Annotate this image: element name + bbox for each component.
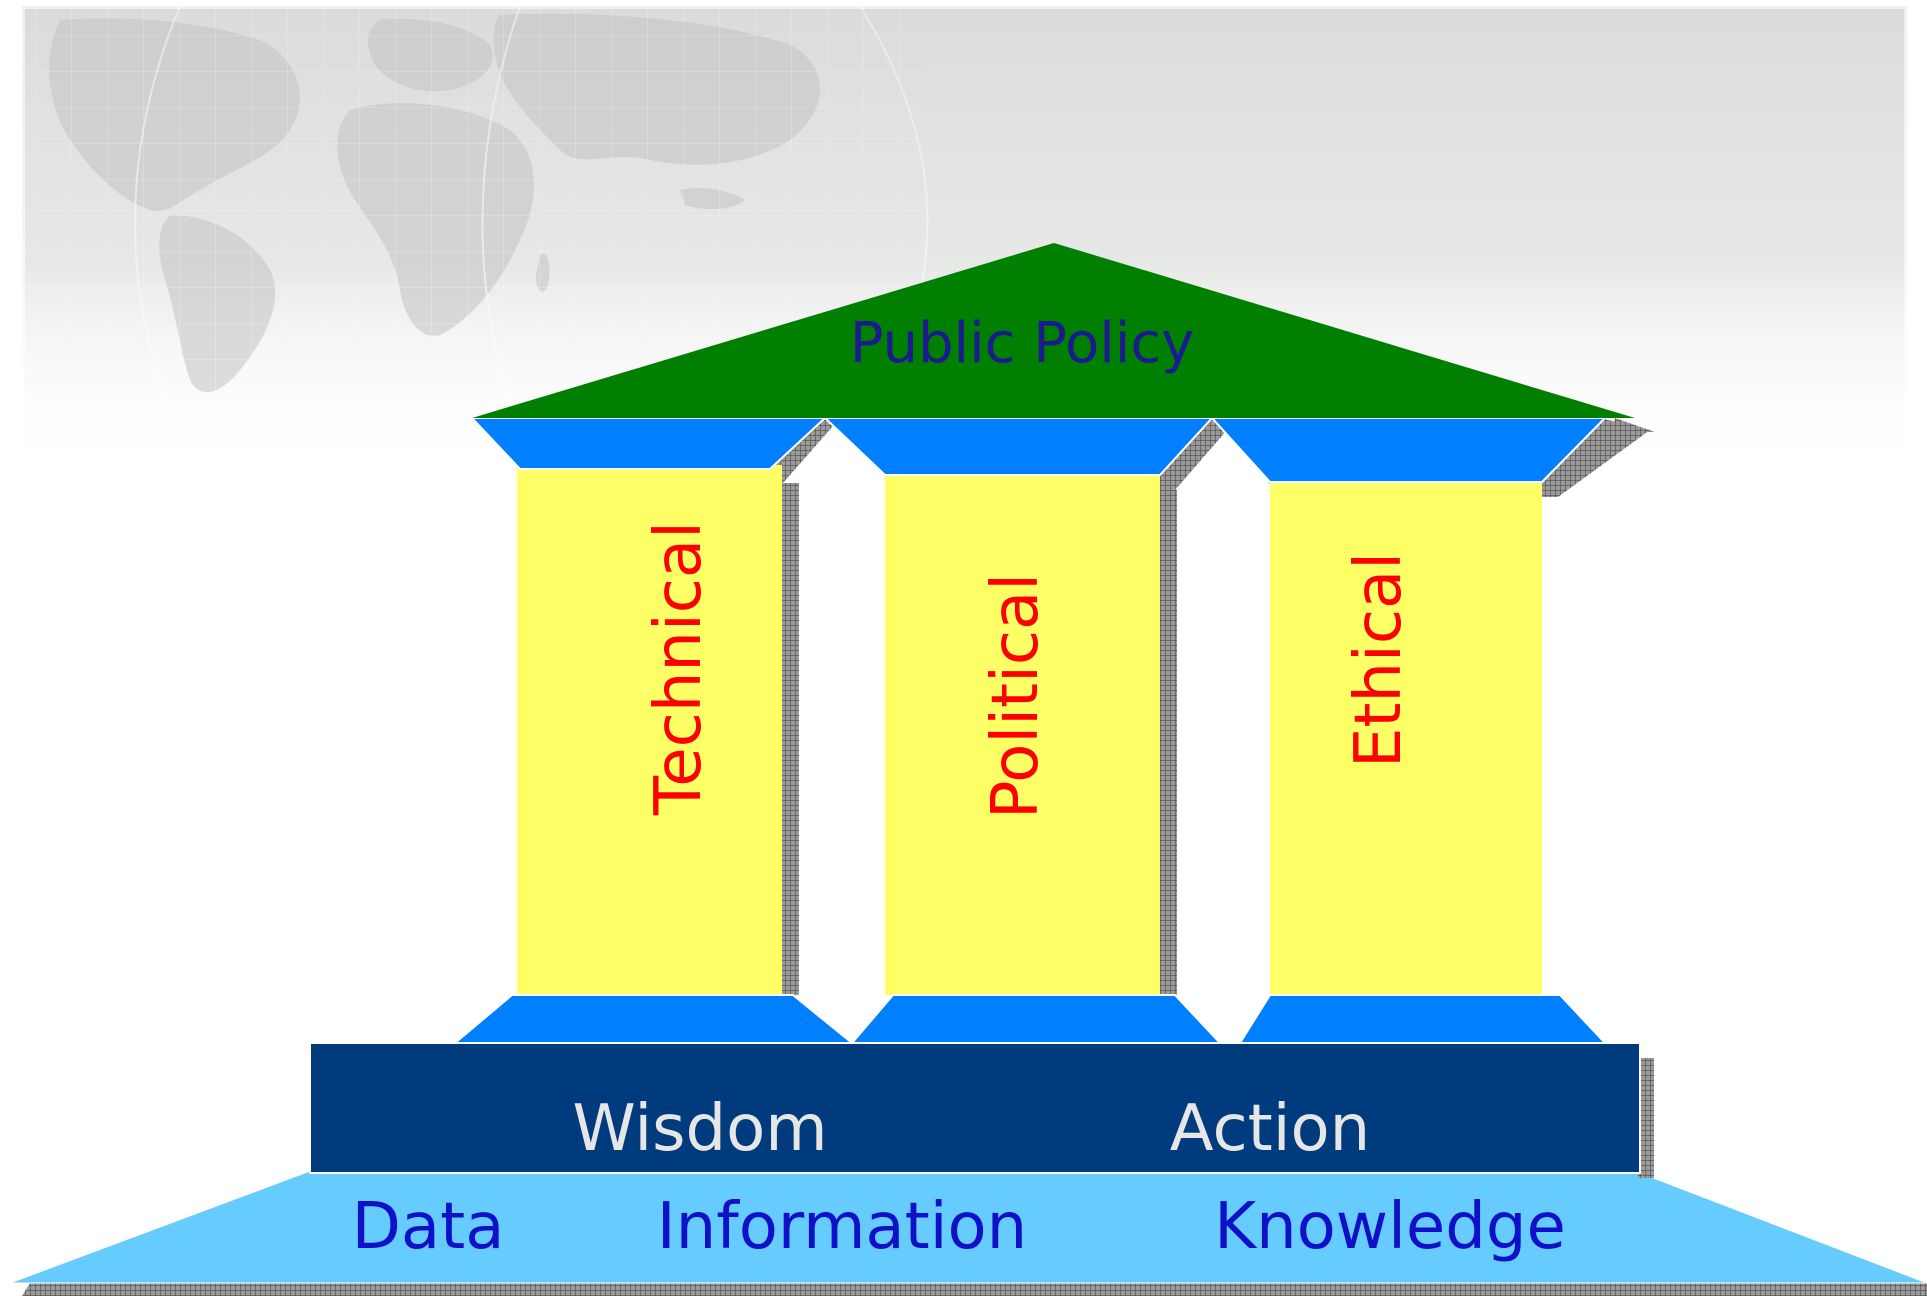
roof-pediment: Public Policy [472,243,1655,432]
pillar-capital-shadow [1268,418,1650,497]
pillar-base-plinth [849,994,1223,1044]
lower-base-shadow [22,1283,1927,1296]
pillar-capital-top [1209,417,1608,483]
pillar-column [517,465,782,995]
roof-triangle [472,243,1635,418]
lower-base-label-knowledge: Knowledge [1214,1190,1566,1264]
pillar-label-technical: Technical [642,521,716,816]
lower-base-step: Data Information Knowledge [9,1170,1927,1296]
lower-base-label-data: Data [352,1190,505,1264]
upper-base-shadow [1638,1058,1654,1178]
pillar-technical: Technical [452,417,855,1044]
pillar-column [1270,478,1542,995]
pillar-label-political: Political [979,573,1053,819]
pillar-label-ethical: Ethical [1342,552,1416,768]
upper-base-slab [309,1042,1641,1174]
roof-label: Public Policy [850,311,1195,376]
pillar-capital-top [469,417,828,470]
pillar-base-plinth [452,994,855,1044]
pillar-shadow [1160,490,1177,995]
pillar-political: Political [822,417,1227,1044]
pillar-column [885,470,1160,995]
lower-base-label-information: Information [657,1190,1027,1264]
world-map-watermark [22,5,929,431]
upper-base-step: Wisdom Action [309,1042,1654,1178]
pillar-shadow [782,483,799,995]
roof-shadow [1612,418,1655,432]
pillar-capital-top [822,417,1215,476]
upper-base-label-action: Action [1170,1092,1370,1166]
pillar-ethical: Ethical [1209,417,1650,1044]
pillar-base-plinth [1238,994,1608,1044]
upper-base-label-wisdom: Wisdom [572,1092,827,1166]
